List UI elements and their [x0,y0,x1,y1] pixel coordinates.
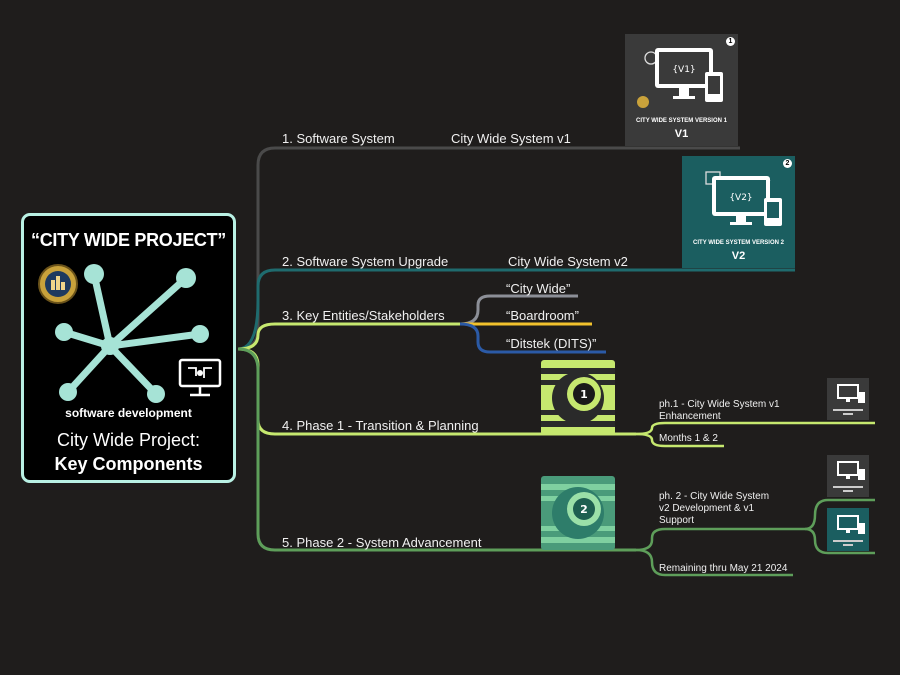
phase2-remaining[interactable]: Remaining thru May 21 2024 [659,563,787,575]
monitor-icon [827,378,869,420]
branch-3-line [238,324,460,349]
root-subtitle: software development [24,406,233,420]
code-label: {V1} [672,65,695,75]
monitor-icon [827,508,869,551]
phase2-v2-thumbnail[interactable] [827,508,869,551]
stakeholder-city-wide[interactable]: “City Wide” [506,281,570,296]
card-caption: CITY WIDE SYSTEM VERSION 1 [625,118,738,124]
card-version: V2 [682,250,795,262]
phase-2-badge-icon: 2 [541,476,615,550]
branch-4-label[interactable]: 4. Phase 1 - Transition & Planning [282,418,479,433]
branch-5-label[interactable]: 5. Phase 2 - System Advancement [282,535,481,550]
monitor-icon [827,455,869,497]
phase1-months[interactable]: Months 1 & 2 [659,433,718,445]
root-caption-line1: City Wide Project: [24,430,233,451]
monitor-devices-icon: {V2} [692,162,786,232]
root-caption-line2: Key Components [24,454,233,475]
system-v2-card[interactable]: 2 {V2} CITY WIDE SYSTEM VERSION 2 V2 [682,156,795,268]
root-title: “CITY WIDE PROJECT” [24,230,233,251]
code-label: {V2} [729,193,752,203]
branch-1-note: City Wide System v1 [451,131,571,146]
stakeholder-ditstek[interactable]: “Ditstek (DITS)” [506,336,596,351]
phase-1-image[interactable]: 1 [541,360,615,435]
phase-number: 2 [580,503,588,516]
root-node[interactable]: “CITY WIDE PROJECT” software development… [21,213,236,483]
phase2-v1-thumbnail[interactable] [827,455,869,497]
card-version: V1 [625,128,738,140]
branch-1-label[interactable]: 1. Software System [282,131,395,146]
phase-1-badge-icon: 1 [541,360,615,435]
phase-number: 1 [580,388,588,401]
phase2-sub-line-1 [636,529,805,550]
branch-2-note: City Wide System v2 [508,254,628,269]
card-caption: CITY WIDE SYSTEM VERSION 2 [682,240,795,246]
phase1-v1-thumbnail[interactable] [827,378,869,420]
computer-circuit-icon [176,352,224,400]
phase2-detail[interactable]: ph. 2 - City Wide System v2 Development … [659,491,781,527]
branch-3-label[interactable]: 3. Key Entities/Stakeholders [282,308,445,323]
phase1-detail[interactable]: ph.1 - City Wide System v1 Enhancement [659,399,794,423]
phase-2-image[interactable]: 2 [541,476,615,550]
stakeholder-boardroom[interactable]: “Boardroom” [506,308,579,323]
system-v1-card[interactable]: 1 {V1} CITY WIDE SYSTEM VERSION 1 V1 [625,34,738,146]
monitor-devices-icon: {V1} [635,40,729,110]
branch-2-label[interactable]: 2. Software System Upgrade [282,254,448,269]
city-seal-icon [38,264,78,304]
